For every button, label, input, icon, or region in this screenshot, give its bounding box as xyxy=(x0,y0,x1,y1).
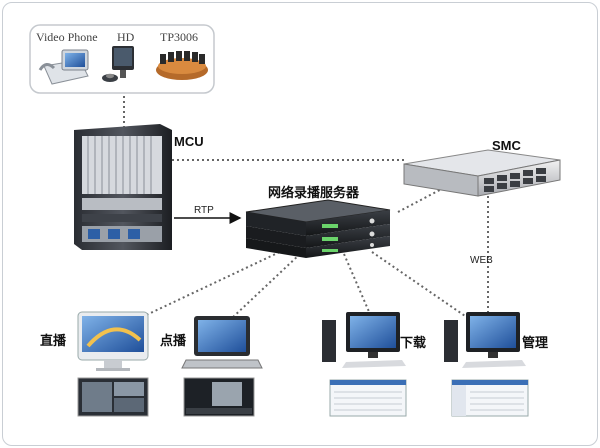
video-phone-label: Video Phone xyxy=(36,30,98,44)
download-label: 下载 xyxy=(400,335,427,350)
hd-terminal-icon xyxy=(102,46,134,82)
recorder-smc-link xyxy=(397,173,471,213)
tp3006-label: TP3006 xyxy=(160,30,199,44)
recorder-live-link xyxy=(139,249,285,319)
live-client-computer xyxy=(77,311,149,371)
manage-client-desktop xyxy=(444,312,526,368)
smc-server xyxy=(403,149,561,197)
manage-label: 管理 xyxy=(522,335,549,350)
recorder-label: 网络录播服务器 xyxy=(268,185,360,200)
telepresence-icon xyxy=(156,51,208,80)
download-thumbnail xyxy=(329,379,407,417)
smc-label: SMC xyxy=(492,138,521,153)
recorder-download-link xyxy=(343,253,371,315)
endpoint-group xyxy=(29,24,215,94)
mcu-label: MCU xyxy=(174,134,204,149)
hd-label: HD xyxy=(117,30,135,44)
live-thumbnail xyxy=(77,377,149,417)
recorder-manage-link xyxy=(371,251,469,319)
web-label: WEB xyxy=(470,255,493,266)
vod-thumbnail xyxy=(183,377,255,417)
vod-client-laptop xyxy=(181,316,263,369)
live-label: 直播 xyxy=(40,333,67,348)
vod-label: 点播 xyxy=(160,333,187,348)
recording-server xyxy=(245,199,391,258)
mcu-device xyxy=(74,124,172,250)
manage-thumbnail xyxy=(451,379,529,417)
connections xyxy=(123,96,489,319)
rtp-label: RTP xyxy=(194,205,214,216)
download-client-desktop xyxy=(322,312,406,368)
video-phone-icon xyxy=(38,49,89,85)
recorder-vod-link xyxy=(231,253,301,319)
